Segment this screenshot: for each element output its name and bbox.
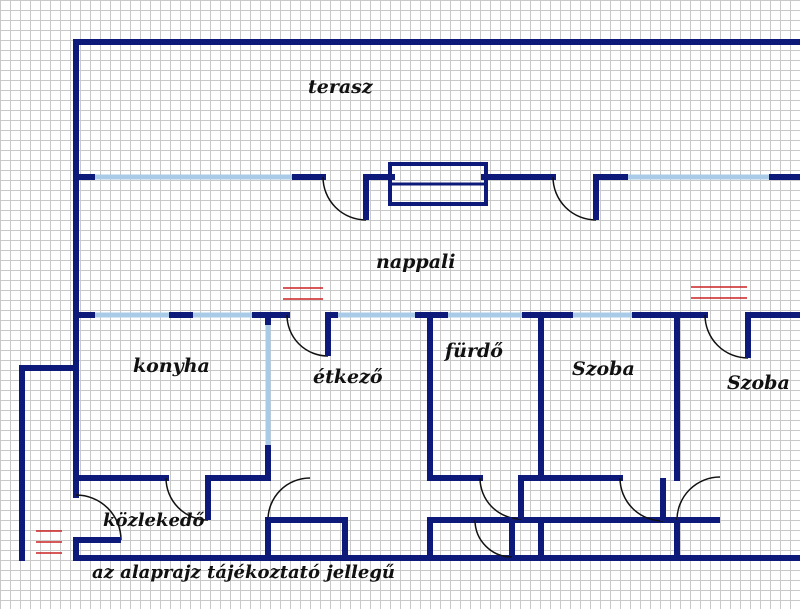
door-swing-arc bbox=[75, 494, 122, 541]
door-swing-arc bbox=[322, 176, 367, 221]
door-swing-arc bbox=[286, 314, 329, 357]
room-label-living: nappali bbox=[376, 251, 456, 273]
door-swing-arc bbox=[619, 477, 664, 522]
door-swing-arc bbox=[479, 477, 522, 520]
room-label-kitchen: konyha bbox=[133, 355, 210, 377]
room-label-room2: Szoba bbox=[727, 372, 790, 394]
door-swing-arc bbox=[474, 519, 513, 558]
room-label-terrace: terasz bbox=[308, 76, 373, 98]
room-label-corridor: közlekedő bbox=[103, 510, 205, 531]
doors bbox=[75, 176, 751, 558]
door-swing-arc bbox=[704, 314, 749, 359]
plan-caption: az alaprajz tájékoztató jellegű bbox=[92, 562, 396, 583]
walls bbox=[19, 39, 800, 561]
door-swing-arc bbox=[267, 477, 311, 521]
room-label-bathroom: fürdő bbox=[445, 340, 503, 362]
room-label-room1: Szoba bbox=[572, 358, 635, 380]
red-markers bbox=[36, 286, 747, 554]
windows bbox=[92, 174, 772, 448]
room-label-dining: étkező bbox=[313, 366, 383, 388]
door-swing-arc bbox=[676, 476, 721, 521]
door-swing-arc bbox=[165, 477, 209, 521]
door-swing-arc bbox=[552, 176, 597, 221]
